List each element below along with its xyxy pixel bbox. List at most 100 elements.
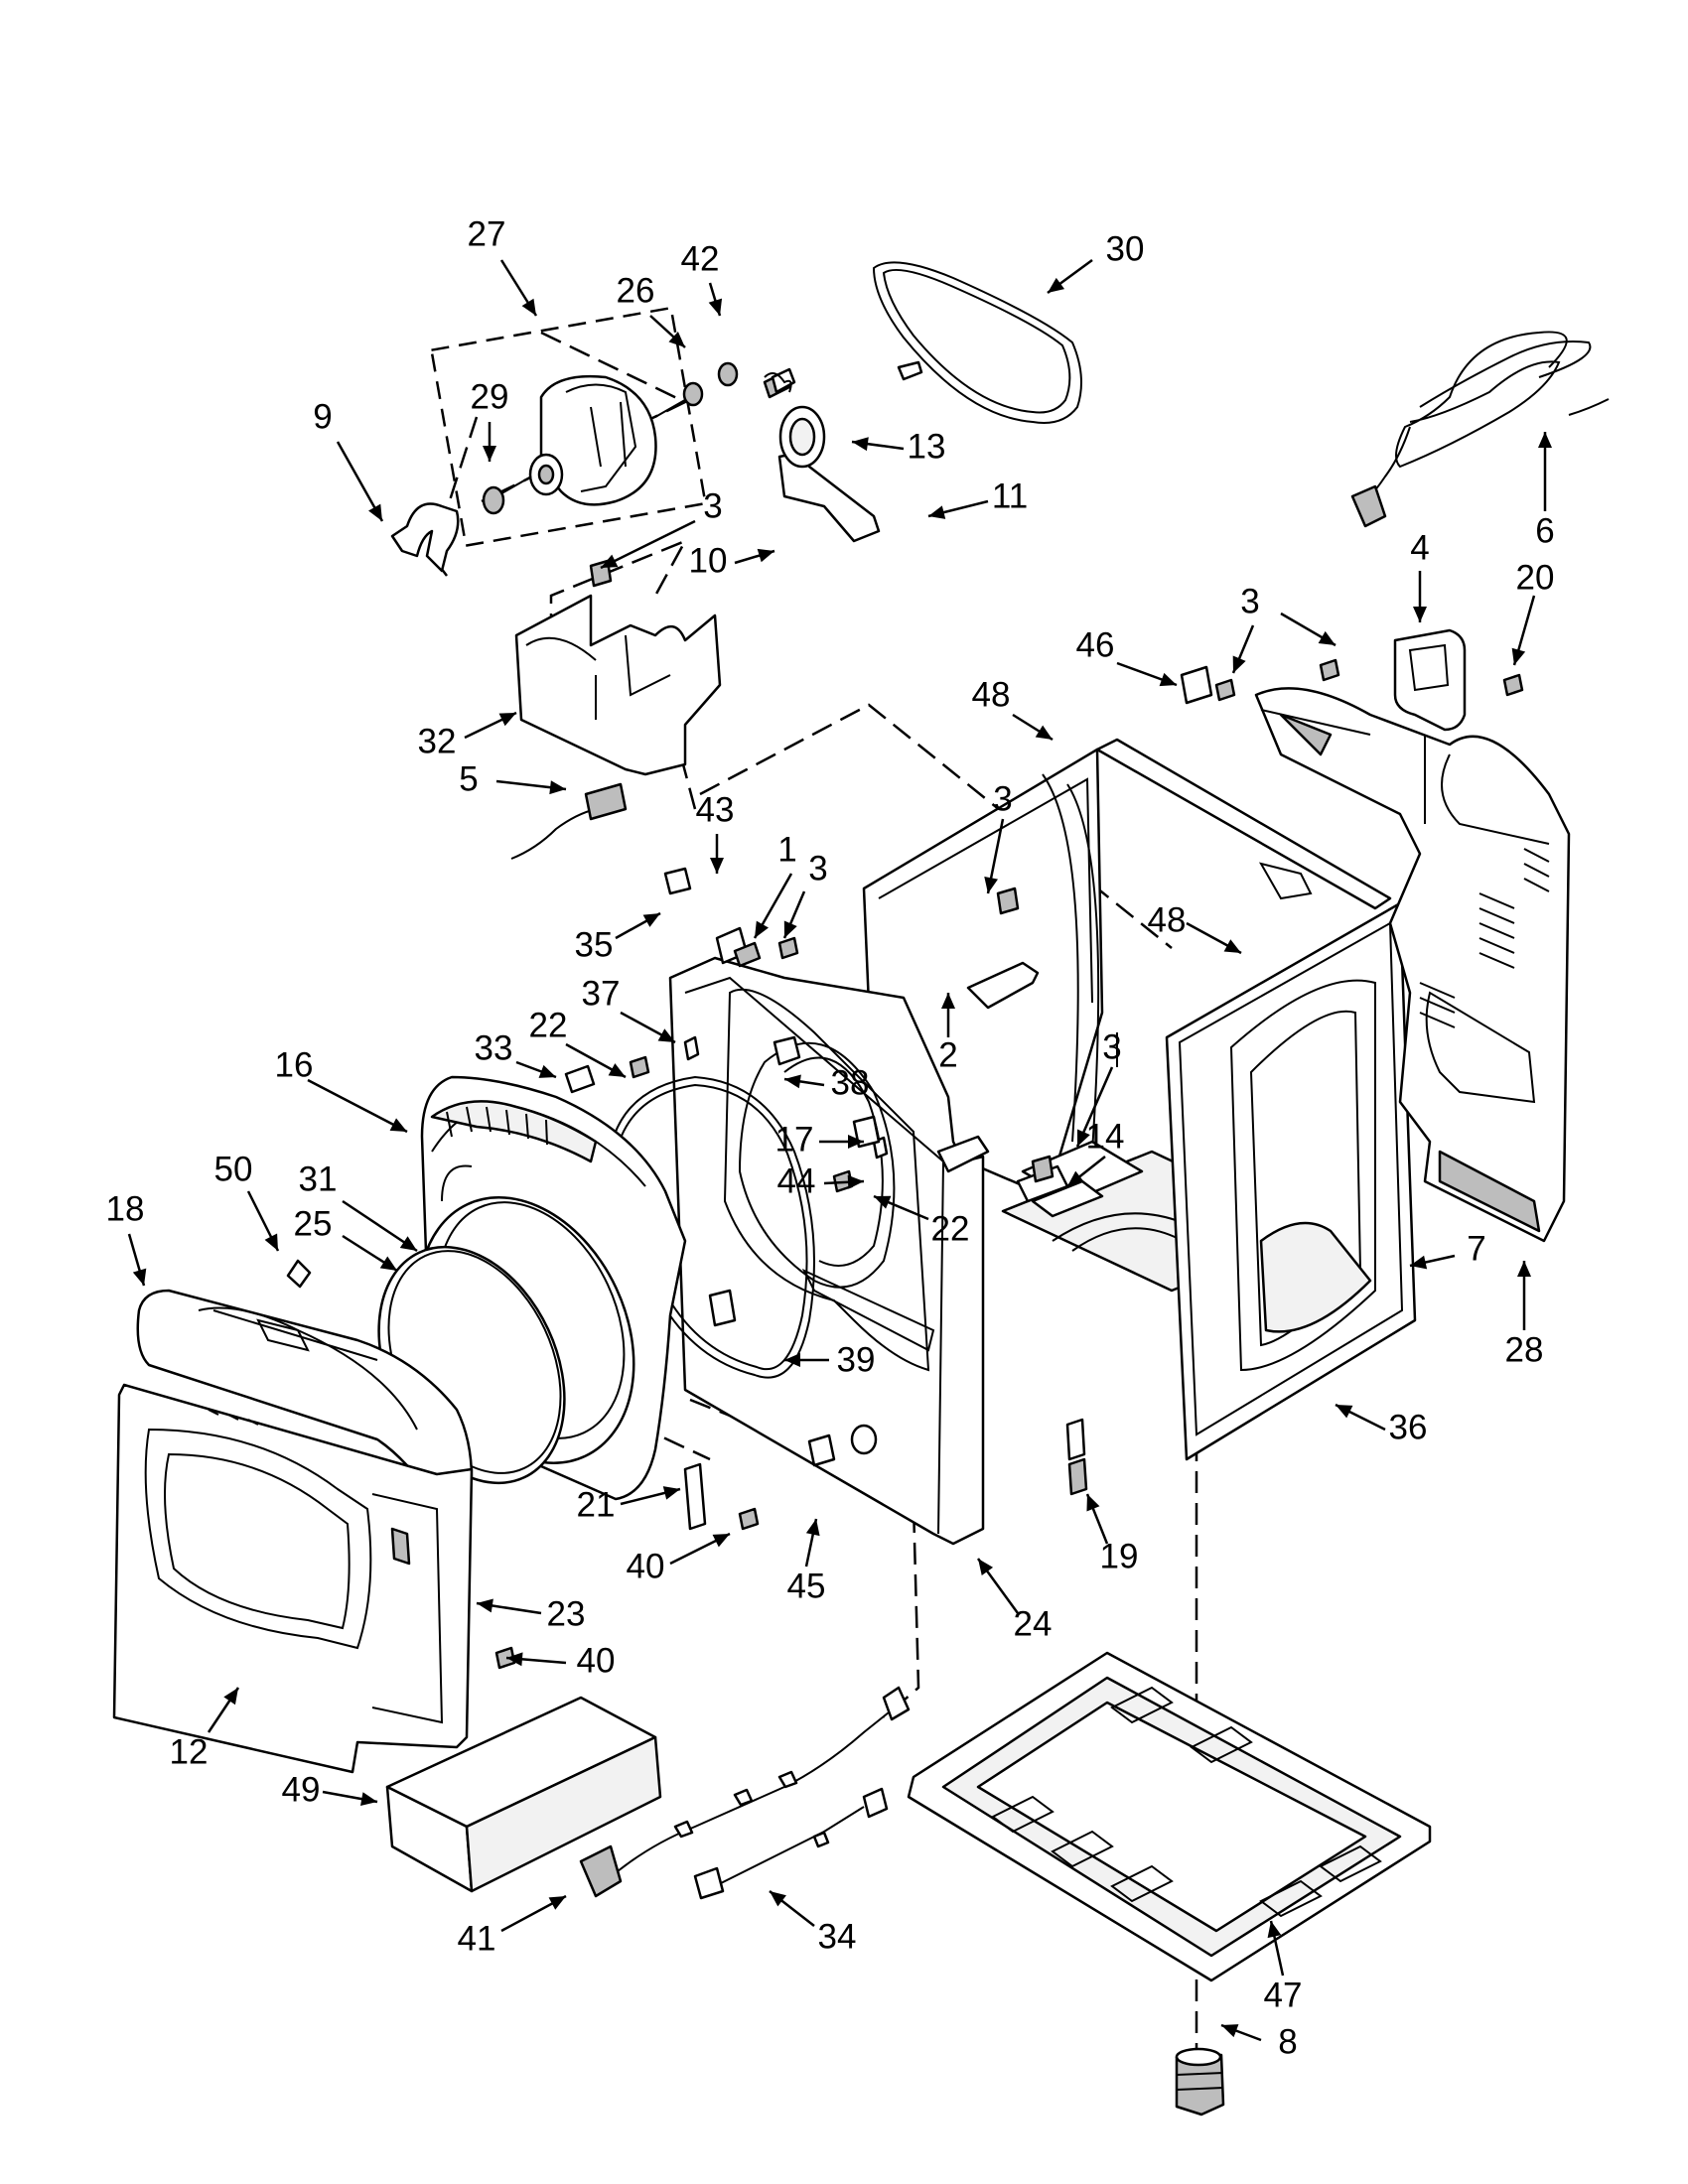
callout-3-center: 3 [1102, 1027, 1121, 1066]
power-cord [1350, 331, 1610, 528]
arrowhead-28 [1517, 1261, 1531, 1277]
arrowhead-4 [1413, 607, 1427, 622]
callout-19: 19 [1100, 1537, 1139, 1575]
callout-48-top: 48 [972, 675, 1011, 714]
arrowhead-6 [1538, 432, 1552, 448]
arrowhead-26 [668, 332, 685, 347]
callout-17: 17 [775, 1120, 814, 1159]
arrowhead-44 [847, 1174, 864, 1189]
arrowhead-1 [755, 920, 769, 938]
callout-12: 12 [170, 1732, 209, 1771]
arrowhead-33 [538, 1064, 556, 1078]
arrowhead-34 [770, 1891, 786, 1907]
callout-36: 36 [1389, 1408, 1428, 1446]
arrowhead-22-right [874, 1195, 892, 1209]
arrowhead-14 [1067, 1170, 1084, 1186]
leveling-leg [1175, 2047, 1225, 2116]
arrowhead-5 [549, 780, 566, 795]
toe-panel [385, 1696, 662, 1893]
callout-3-motor: 3 [703, 486, 722, 525]
callout-41: 41 [458, 1919, 496, 1958]
arrowhead-2 [941, 993, 955, 1009]
callout-43: 43 [696, 790, 735, 829]
callout-27: 27 [468, 214, 506, 253]
callout-40-lower: 40 [577, 1641, 616, 1680]
small-hardware [494, 559, 1524, 1670]
arrowhead-3-rear-b [1318, 630, 1336, 645]
callout-39: 39 [837, 1340, 876, 1379]
arrowhead-10 [757, 548, 774, 563]
callout-49: 49 [282, 1770, 321, 1809]
arrowhead-9 [368, 503, 382, 521]
callout-4: 4 [1410, 528, 1429, 567]
arrowhead-7 [1410, 1255, 1428, 1270]
callout-9: 9 [313, 397, 332, 436]
arrowhead-46 [1159, 672, 1177, 687]
callout-30: 30 [1106, 229, 1145, 268]
callout-42: 42 [681, 239, 720, 278]
arrowhead-24 [978, 1559, 994, 1576]
arrowhead-21 [662, 1486, 680, 1500]
arrowhead-37 [657, 1028, 675, 1042]
callout-44: 44 [777, 1161, 816, 1200]
callout-11: 11 [992, 477, 1028, 515]
leader-16 [307, 1078, 408, 1134]
callout-5: 5 [459, 759, 478, 798]
arrowhead-27 [521, 298, 536, 316]
callout-22-left: 22 [529, 1006, 568, 1044]
arrowhead-22-left [608, 1063, 626, 1077]
arrowhead-50 [264, 1233, 278, 1251]
callout-3-front: 3 [808, 849, 827, 887]
callout-18: 18 [106, 1189, 145, 1228]
callout-34: 34 [818, 1917, 857, 1956]
callout-37: 37 [582, 974, 621, 1013]
motor-mount [390, 502, 722, 776]
arrowhead-3-rear-a [1232, 655, 1246, 673]
callout-40-upper: 40 [627, 1547, 665, 1585]
callout-labels: 27 42 26 30 29 13 9 11 3 10 6 4 20 3 46 … [106, 214, 1555, 2061]
callout-13: 13 [908, 427, 946, 466]
callout-2: 2 [938, 1035, 957, 1074]
arrowhead-3-cabinet [984, 876, 999, 893]
callout-3-cabinet: 3 [993, 779, 1012, 818]
callout-25: 25 [294, 1204, 333, 1243]
arrowhead-30 [1048, 277, 1065, 293]
arrowhead-17 [848, 1135, 864, 1149]
callout-35: 35 [575, 925, 614, 964]
arrowhead-40-lower [506, 1652, 523, 1667]
arrowhead-48-side [1223, 939, 1241, 953]
callout-21: 21 [577, 1485, 616, 1524]
arrowhead-19 [1086, 1494, 1100, 1512]
arrowhead-48-top [1035, 725, 1053, 740]
callout-16: 16 [275, 1045, 314, 1084]
arrowhead-42 [708, 298, 723, 316]
arrowhead-13 [852, 437, 869, 452]
arrowhead-3-motor [601, 554, 619, 568]
arrowhead-12 [223, 1688, 238, 1706]
arrowhead-35 [642, 913, 660, 927]
access-cover [1393, 628, 1467, 824]
idler-assembly [763, 261, 1082, 543]
arrowhead-43 [710, 858, 724, 874]
callout-3-rear: 3 [1240, 582, 1259, 620]
callout-38: 38 [831, 1063, 870, 1102]
front-panel [668, 956, 990, 1546]
arrowhead-39 [784, 1353, 800, 1367]
arrowhead-16 [389, 1118, 407, 1132]
arrowhead-36 [1336, 1405, 1353, 1419]
drive-motor-assembly [430, 306, 739, 548]
arrowhead-32 [498, 713, 516, 727]
callout-22-right: 22 [931, 1209, 970, 1248]
callout-10: 10 [689, 541, 728, 580]
callout-47: 47 [1264, 1976, 1303, 2014]
arrowhead-31 [399, 1236, 417, 1251]
arrowhead-49 [360, 1792, 377, 1807]
callout-31: 31 [299, 1160, 338, 1198]
callout-24: 24 [1014, 1604, 1053, 1643]
callout-1: 1 [777, 830, 796, 869]
arrowhead-45 [805, 1519, 820, 1537]
callout-23: 23 [547, 1594, 586, 1633]
arrowhead-3-front [783, 920, 797, 938]
wire-harness [510, 782, 1088, 1900]
